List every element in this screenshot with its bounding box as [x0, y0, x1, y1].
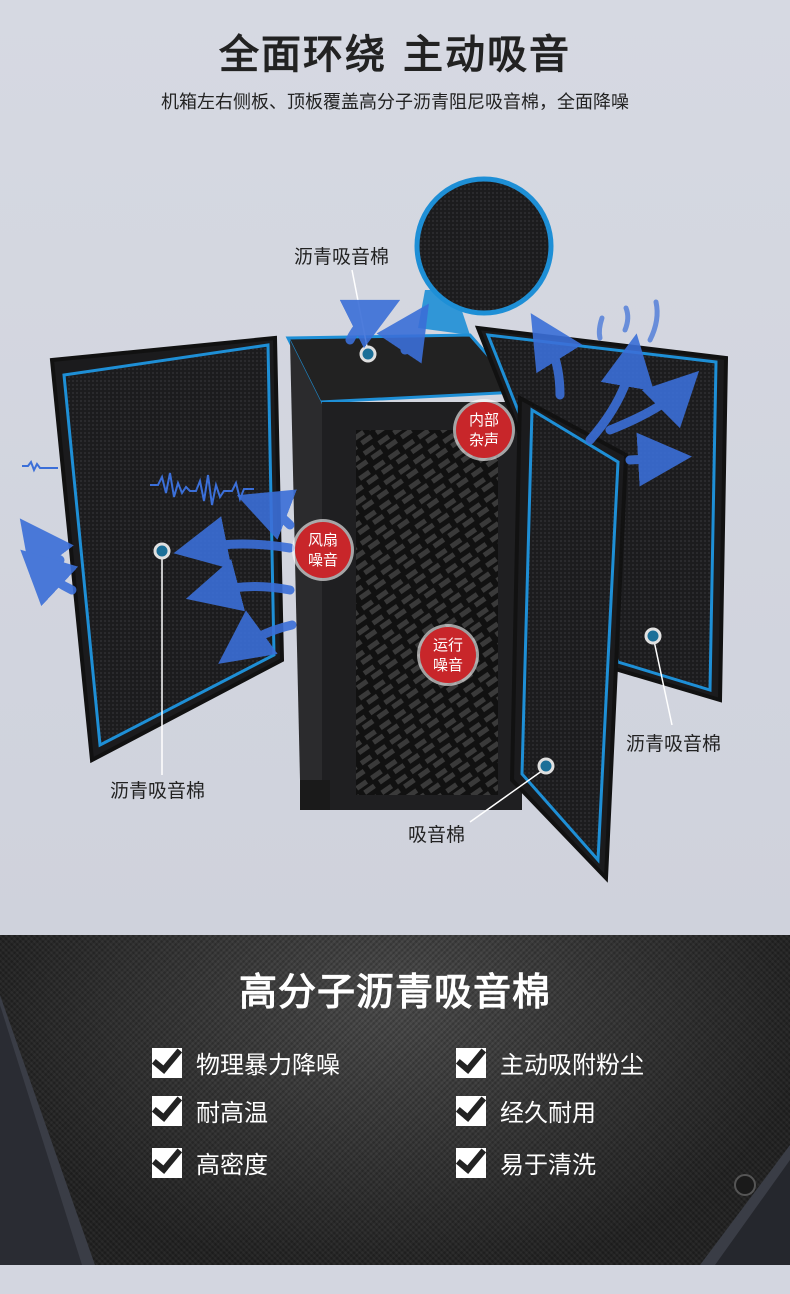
page-title: 全面环绕 主动吸音	[219, 32, 571, 78]
zoom-magnifier	[414, 176, 554, 316]
door-foam-label: 吸音棉	[408, 824, 466, 846]
hero-section: 全面环绕 主动吸音 机箱左右侧板、顶板覆盖高分子沥青阻尼吸音棉，全面降噪	[0, 0, 790, 935]
left-foam-label: 沥青吸音棉	[110, 780, 206, 802]
foam-panel-edge	[0, 995, 790, 1265]
right-foam-marker	[644, 627, 662, 645]
door-foam-marker	[537, 757, 555, 775]
internal-noise-badge: 内部 杂声	[456, 402, 512, 458]
check-icon	[456, 1047, 486, 1078]
feature-item: 经久耐用	[456, 1093, 596, 1128]
material-title: 高分子沥青吸音棉	[238, 970, 551, 1014]
pc-case-illustration	[19, 176, 729, 883]
sound-wave-graphic	[22, 459, 254, 506]
feature-item: 高密度	[152, 1145, 268, 1180]
check-icon	[456, 1095, 486, 1126]
check-icon	[152, 1047, 182, 1078]
check-icon	[152, 1147, 182, 1178]
right-foam-label: 沥青吸音棉	[626, 733, 722, 755]
check-icon	[456, 1147, 486, 1178]
feature-item: 易于清洗	[456, 1145, 596, 1180]
front-grille	[356, 430, 498, 795]
front-door-foam	[520, 407, 620, 864]
page-subtitle: 机箱左右侧板、顶板覆盖高分子沥青阻尼吸音棉，全面降噪	[161, 92, 629, 113]
airflow-arrows	[19, 299, 700, 664]
fan-noise-badge: 风扇 噪音	[295, 522, 351, 578]
feature-item: 物理暴力降噪	[152, 1045, 340, 1080]
check-icon	[152, 1095, 182, 1126]
material-section: 高分子沥青吸音棉 物理暴力降噪 耐高温 高密度 主动吸附粉尘 经久耐用 易于清洗	[0, 935, 790, 1265]
footer-strip	[0, 1265, 790, 1294]
running-noise-badge: 运行 噪音	[420, 627, 476, 683]
feature-item: 主动吸附粉尘	[456, 1045, 644, 1080]
feature-item: 耐高温	[152, 1093, 268, 1128]
top-foam-label: 沥青吸音棉	[294, 246, 390, 268]
left-foam-marker	[153, 542, 171, 560]
top-foam-marker	[359, 345, 377, 363]
